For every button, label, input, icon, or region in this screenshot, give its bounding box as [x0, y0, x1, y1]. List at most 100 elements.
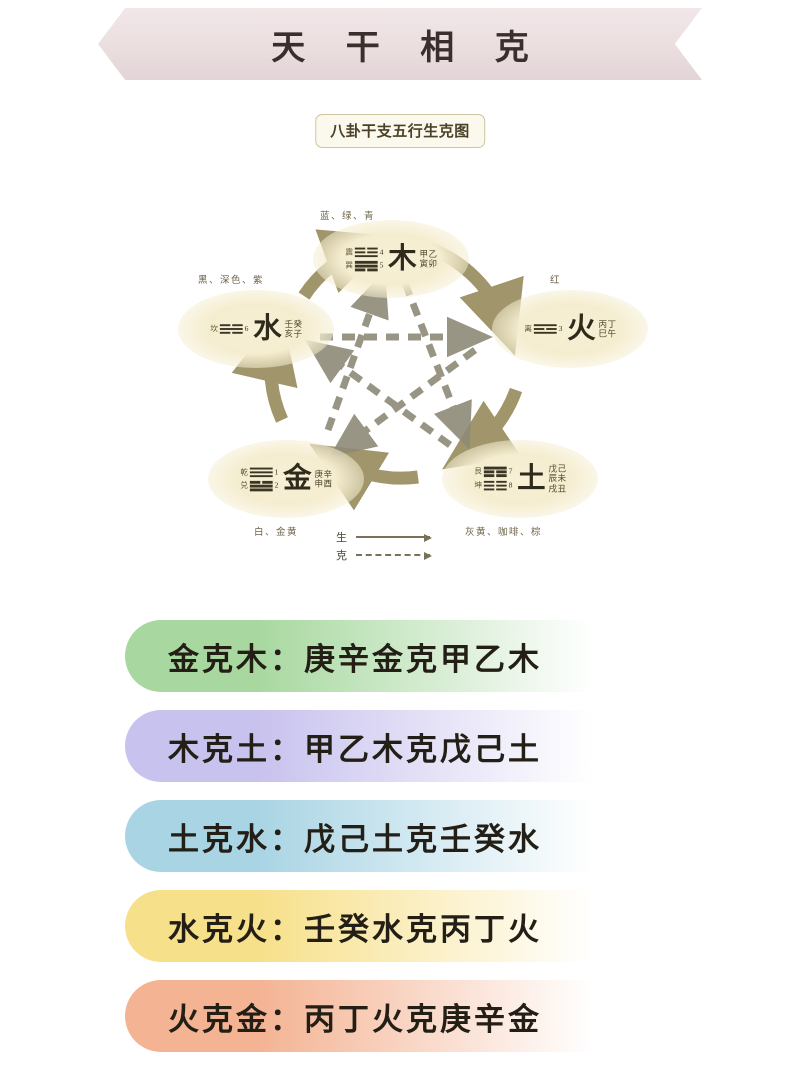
- trigram-lines-kun: [484, 481, 507, 491]
- stem-metal-earthly: 申酉: [314, 479, 334, 489]
- stem-wood-heavenly: 甲乙: [419, 249, 439, 259]
- stems-wood: 甲乙 寅卯: [420, 249, 438, 269]
- page-banner: 天 干 相 克: [0, 0, 800, 92]
- pill-background-1: [125, 710, 725, 782]
- element-char-fire: 火: [567, 312, 597, 345]
- dash-wood-to-earth: [401, 281, 472, 450]
- trigram-lines-qian: [250, 467, 274, 478]
- trigram-name-xun: 巽: [345, 261, 354, 270]
- dash-metal-to-wood: [324, 270, 389, 432]
- trigram-zhen: 震 4: [344, 247, 386, 258]
- trigram-li: 离 3: [523, 324, 565, 334]
- rules-list: 金克木：庚辛金克甲乙木 木克土：甲乙木克戊己土 土克水：戊己土克壬癸水 水克火：…: [0, 620, 800, 1070]
- diagram-title: 八卦干支五行生克图: [315, 114, 485, 148]
- trigram-num-dui: 2: [275, 481, 279, 490]
- trigram-num-li: 3: [559, 324, 563, 333]
- stems-metal: 庚辛 申酉: [315, 469, 333, 489]
- trigram-group-metal: 乾 1 兑 2: [239, 467, 281, 491]
- trigram-num-gen: 7: [509, 467, 513, 476]
- trigram-group-fire: 离 3: [523, 324, 565, 334]
- trigram-num-kun: 8: [509, 481, 513, 490]
- trigram-name-kan: 坎: [210, 324, 219, 333]
- trigram-gen: 艮 7: [473, 467, 515, 477]
- node-caption-earth: 灰黄、咖啡、棕: [465, 528, 543, 538]
- node-caption-wood: 蓝、绿、青: [320, 212, 376, 222]
- trigram-lines-zhen: [355, 247, 379, 258]
- trigram-num-xun: 5: [380, 261, 384, 270]
- trigram-group-wood: 震 4 巽 5: [344, 247, 386, 271]
- node-caption-fire: 红: [550, 276, 562, 286]
- trigram-dui: 兑 2: [239, 481, 281, 491]
- node-caption-water: 黑、深色、紫: [198, 276, 265, 286]
- node-fire[interactable]: 离 3 火 丙丁 巳午: [492, 290, 648, 368]
- stem-fire-heavenly: 丙丁: [598, 319, 618, 329]
- rule-text-1: 木克土：甲乙木克戊己土: [168, 731, 542, 767]
- trigram-group-water: 坎 6: [209, 324, 251, 334]
- legend-dashed-arrow-icon: [356, 552, 432, 560]
- element-char-earth: 土: [517, 462, 547, 495]
- pill-background-4: [125, 980, 725, 1052]
- trigram-group-earth: 艮 7 坤 8: [473, 467, 515, 491]
- trigram-lines-xun: [355, 260, 379, 271]
- legend-row-overcome: 克: [336, 546, 432, 564]
- rule-earth-overcomes-water[interactable]: 土克水：戊己土克壬癸水: [0, 800, 800, 872]
- stems-water: 壬癸 亥子: [285, 319, 303, 339]
- node-wood[interactable]: 震 4 巽 5 木 甲乙 寅卯: [313, 220, 469, 298]
- node-metal[interactable]: 乾 1 兑 2 金 庚辛 申酉: [208, 440, 364, 518]
- legend-row-generate: 生: [336, 528, 432, 546]
- stem-water-earthly: 亥子: [284, 329, 304, 339]
- node-caption-metal: 白、金黄: [254, 528, 299, 538]
- pill-background-0: [125, 620, 725, 692]
- legend-label-overcome: 克: [336, 550, 347, 562]
- rule-text-0: 金克木：庚辛金克甲乙木: [168, 641, 542, 677]
- stems-earth: 戊己 辰未 戌丑: [549, 464, 567, 493]
- trigram-lines-kan: [220, 324, 244, 334]
- legend-label-generate: 生: [336, 532, 347, 544]
- trigram-name-li: 离: [524, 324, 533, 333]
- stems-fire: 丙丁 巳午: [599, 319, 617, 339]
- node-earth[interactable]: 艮 7 坤 8 土 戊己 辰未 戌丑: [442, 440, 598, 518]
- trigram-num-kan: 6: [245, 324, 249, 333]
- pill-background-2: [125, 800, 725, 872]
- page-title: 天 干 相 克: [271, 29, 545, 67]
- wuxing-diagram: 八卦干支五行生克图: [150, 100, 650, 600]
- trigram-lines-dui: [250, 481, 274, 491]
- trigram-name-dui: 兑: [240, 481, 249, 490]
- trigram-num-qian: 1: [275, 467, 279, 476]
- node-water[interactable]: 坎 6 水 壬癸 亥子: [178, 290, 334, 368]
- pill-background-3: [125, 890, 725, 962]
- rule-metal-overcomes-wood[interactable]: 金克木：庚辛金克甲乙木: [0, 620, 800, 692]
- dash-fire-to-metal: [329, 347, 478, 458]
- trigram-lines-gen: [484, 467, 508, 477]
- element-char-metal: 金: [283, 462, 313, 495]
- legend-solid-arrow-icon: [356, 534, 432, 542]
- rule-water-overcomes-fire[interactable]: 水克火：壬癸水克丙丁火: [0, 890, 800, 962]
- trigram-kun: 坤 8: [473, 481, 515, 491]
- trigram-name-qian: 乾: [240, 467, 249, 476]
- stem-metal-heavenly: 庚辛: [314, 469, 334, 479]
- stem-water-heavenly: 壬癸: [284, 319, 304, 329]
- trigram-lines-li: [534, 324, 558, 334]
- banner-ribbon-shape: [98, 8, 702, 80]
- stem-wood-earthly: 寅卯: [419, 259, 439, 269]
- rule-text-3: 水克火：壬癸水克丙丁火: [168, 911, 542, 947]
- element-char-wood: 木: [388, 242, 418, 275]
- trigram-name-zhen: 震: [345, 247, 354, 256]
- trigram-name-gen: 艮: [474, 467, 483, 476]
- trigram-kan: 坎 6: [209, 324, 251, 334]
- element-char-water: 水: [253, 312, 283, 345]
- stem-earth-branch-b: 戌丑: [548, 483, 568, 494]
- rule-text-2: 土克水：戊己土克壬癸水: [168, 821, 542, 857]
- stem-fire-earthly: 巳午: [598, 329, 618, 339]
- rule-fire-overcomes-metal[interactable]: 火克金：丙丁火克庚辛金: [0, 980, 800, 1052]
- rule-wood-overcomes-earth[interactable]: 木克土：甲乙木克戊己土: [0, 710, 800, 782]
- trigram-num-zhen: 4: [380, 247, 384, 256]
- trigram-qian: 乾 1: [239, 467, 281, 478]
- diagram-legend: 生 克: [336, 528, 432, 564]
- rule-text-4: 火克金：丙丁火克庚辛金: [168, 1001, 542, 1037]
- trigram-name-kun: 坤: [474, 481, 483, 490]
- trigram-xun: 巽 5: [344, 260, 386, 271]
- stem-earth-heavenly: 戊己: [548, 464, 568, 474]
- stem-earth-branch-a: 辰未: [548, 474, 568, 484]
- dash-earth-to-water: [305, 339, 453, 448]
